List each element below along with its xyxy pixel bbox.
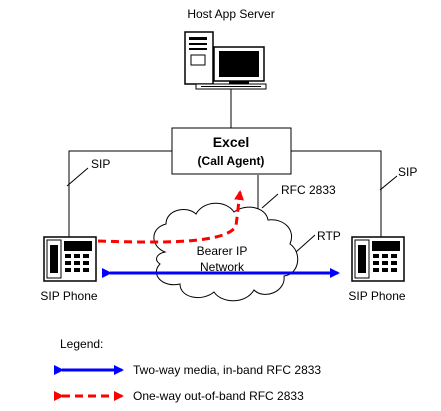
network-label-line1: Bearer IP	[197, 244, 248, 258]
sip-right-label: SIP	[398, 165, 417, 179]
rtp-label: RTP	[317, 229, 341, 243]
left-phone-icon	[43, 236, 97, 282]
left-phone-label: SIP Phone	[40, 289, 97, 303]
call-agent-subtitle: (Call Agent)	[198, 154, 265, 168]
legend-item-1-text: Two-way media, in-band RFC 2833	[133, 363, 321, 377]
sip-left-label: SIP	[91, 157, 110, 171]
call-agent-box	[171, 127, 292, 175]
legend-item-2-text: One-way out-of-band RFC 2833	[133, 389, 304, 403]
rfc-label: RFC 2833	[281, 183, 336, 197]
server-icon	[184, 31, 267, 90]
call-agent-title: Excel	[213, 134, 250, 150]
out-of-band-arrow	[97, 190, 245, 244]
connector-lines	[66, 89, 398, 253]
server-label: Host App Server	[187, 7, 274, 21]
legend-title: Legend:	[60, 337, 103, 351]
right-phone-label: SIP Phone	[348, 289, 405, 303]
right-phone-icon	[351, 236, 405, 282]
